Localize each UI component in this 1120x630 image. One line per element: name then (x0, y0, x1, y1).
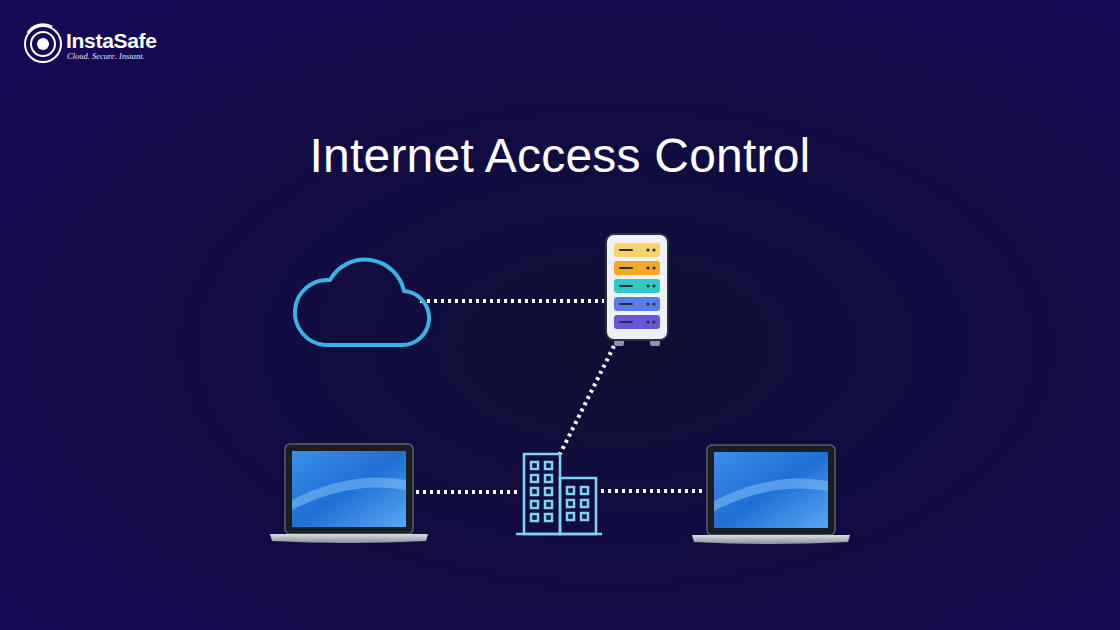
laptop-icon (692, 445, 850, 544)
brand-name: InstaSafe (66, 29, 157, 53)
logo-icon (25, 25, 61, 62)
cloud-icon (295, 260, 429, 346)
diagram-title: Internet Access Control (0, 128, 1120, 183)
brand-tagline: Cloud. Secure. Instant. (67, 51, 145, 61)
server-icon (606, 234, 668, 346)
laptop-icon (270, 444, 428, 543)
building-icon (516, 454, 602, 534)
